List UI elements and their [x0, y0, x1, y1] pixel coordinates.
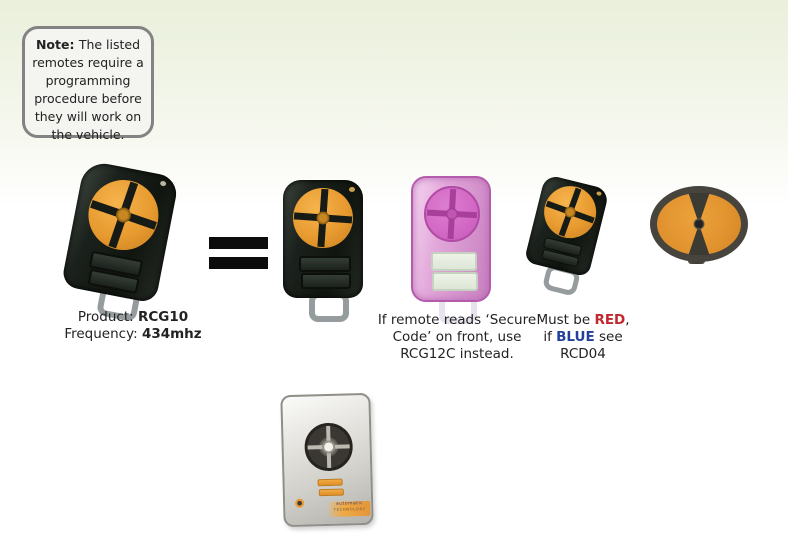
color-caption-line2: if BLUE see — [518, 329, 648, 346]
rcd04-text: RCD04 — [560, 346, 606, 362]
four-way-button-icon — [82, 174, 165, 257]
secure-code-line2: Code’ on front, use — [392, 329, 522, 345]
lower-button-icon — [431, 252, 477, 271]
remote-body — [60, 159, 180, 304]
remote-small-rotated — [520, 174, 613, 297]
red-word: RED — [594, 312, 626, 328]
remote-small-black-photo — [522, 174, 622, 297]
led-icon — [159, 180, 167, 187]
must-be-text: Must be — [536, 312, 595, 328]
product-label: Product: — [77, 309, 138, 325]
four-way-button-icon — [293, 188, 353, 248]
center-hub-icon — [693, 218, 705, 230]
see-text: see — [594, 329, 623, 345]
secure-code-line3: RCG12C instead. — [400, 346, 514, 362]
brand-text-line2: TECHNOLOGY — [333, 507, 366, 512]
brand-logo-icon — [295, 498, 305, 508]
if-text: if — [543, 329, 557, 345]
remote-pink-photo — [411, 176, 495, 324]
lower-button-icon — [299, 256, 351, 272]
round-remote-face — [650, 186, 748, 262]
lower-button-icon — [432, 272, 478, 291]
center-hub-icon — [446, 208, 458, 220]
remote-black-front-photo — [283, 180, 367, 322]
remote-rcg10-photo — [55, 159, 205, 323]
brand-band: automatic TECHNOLOGY — [329, 500, 371, 517]
frequency-label: Frequency: — [64, 326, 142, 342]
four-way-button-icon — [424, 186, 480, 242]
product-value: RCG10 — [137, 309, 189, 325]
frequency-value: 434mhz — [141, 326, 202, 342]
color-caption-line1: Must be RED, — [518, 312, 648, 329]
orange-button-icon — [317, 478, 343, 487]
remote-round-photo — [648, 184, 748, 270]
remote-body — [523, 174, 610, 278]
equals-bar-top — [209, 237, 268, 249]
remote-rcg10-rotated — [59, 159, 184, 323]
secure-code-caption: If remote reads ‘Secure Code’ on front, … — [366, 312, 548, 363]
note-label: Note: — [35, 37, 79, 52]
note-text: The listed remotes require a programming… — [32, 37, 148, 142]
frequency-line: Frequency: 434mhz — [28, 326, 238, 343]
product-line: Product: RCG10 — [28, 309, 238, 326]
wall-remote-photo: automatic TECHNOLOGY — [280, 392, 377, 531]
equals-sign-icon — [209, 237, 269, 271]
lower-button-icon — [301, 273, 351, 289]
comma-text: , — [625, 312, 630, 328]
led-icon — [349, 187, 355, 192]
rcg10-caption: Product: RCG10 Frequency: 434mhz — [28, 309, 238, 343]
remote-body — [411, 176, 491, 302]
secure-code-line1: If remote reads ‘Secure — [377, 312, 537, 328]
four-way-button-icon — [538, 180, 602, 244]
note-box: Note: The listed remotes require a progr… — [22, 26, 154, 142]
remote-body — [283, 180, 363, 298]
blue-word: BLUE — [556, 329, 595, 345]
center-button-icon — [321, 440, 336, 454]
remote-body: automatic TECHNOLOGY — [280, 392, 374, 528]
center-hub-icon — [316, 211, 330, 225]
equals-bar-bottom — [209, 257, 268, 269]
orange-button-icon — [318, 488, 344, 497]
four-way-pad-icon — [304, 422, 354, 472]
color-caption: Must be RED, if BLUE see RCD04 — [518, 312, 648, 363]
